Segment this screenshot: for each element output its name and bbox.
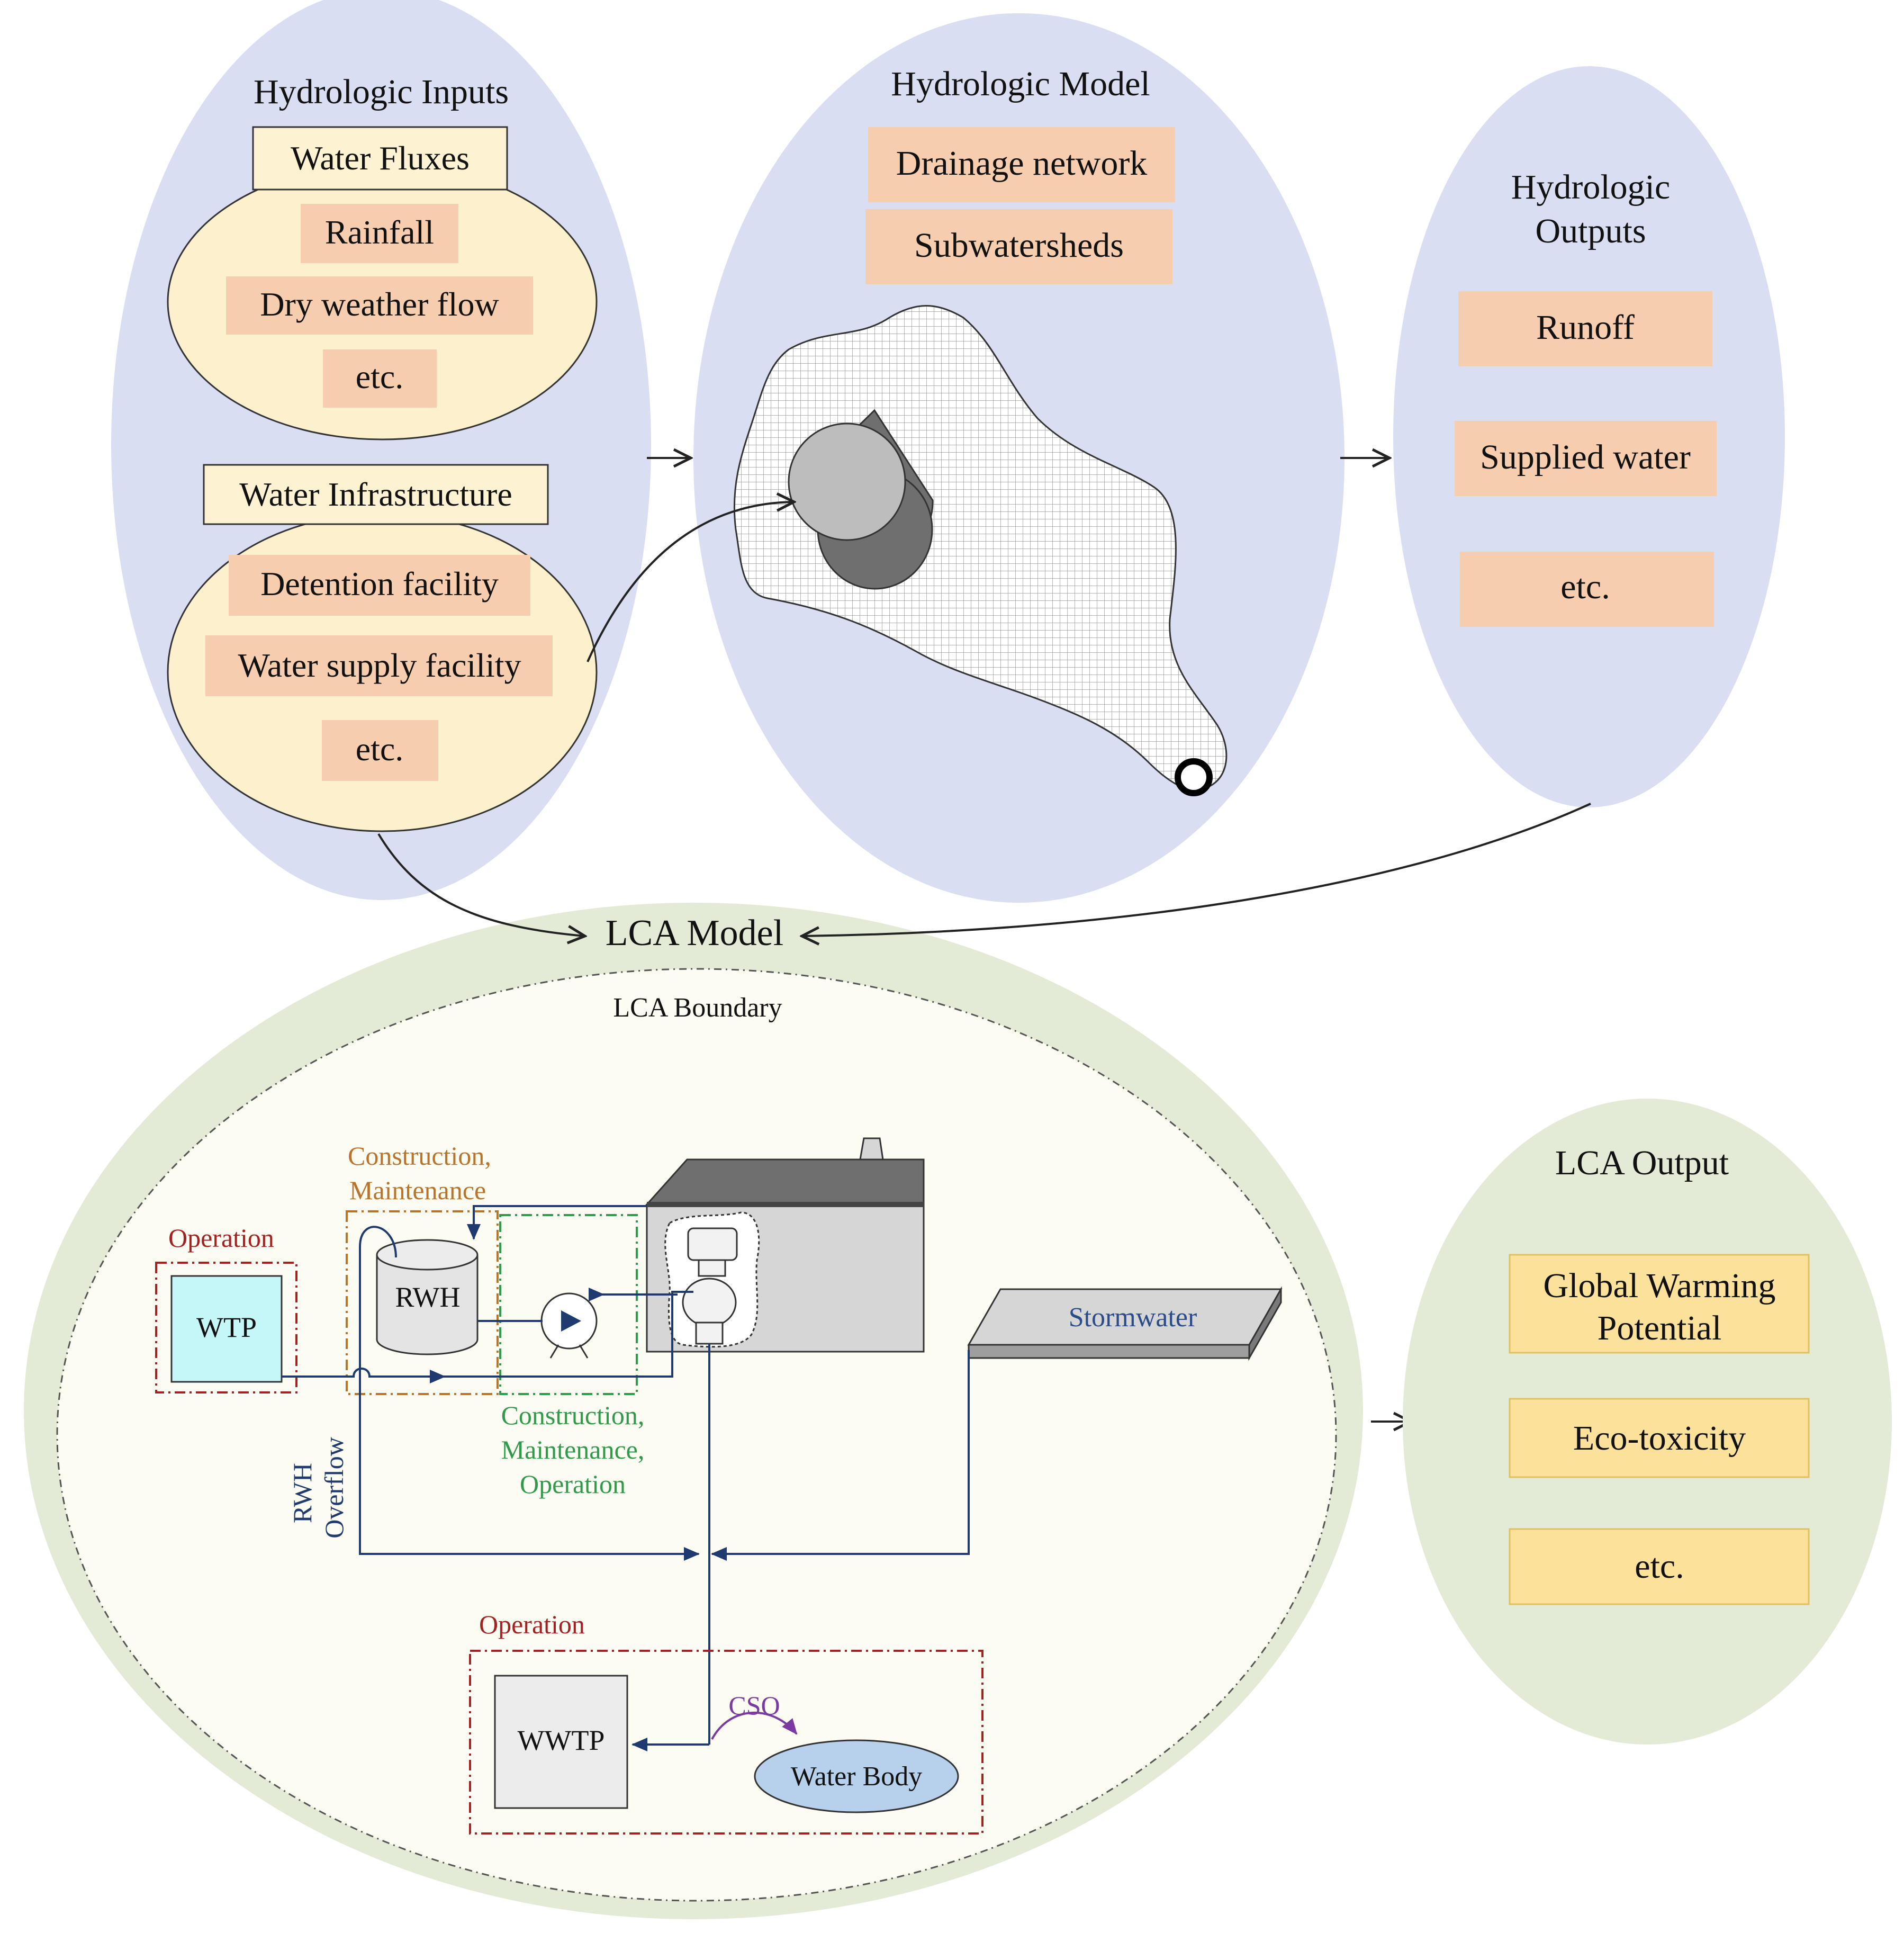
water-supply-facility-label: Water supply facility [238, 646, 521, 684]
water-fluxes-label-box [252, 126, 508, 191]
infrastructure-etc-box [322, 720, 438, 781]
infrastructure-etc-label: etc. [356, 730, 404, 768]
lca-model-title: LCA Model [606, 913, 783, 954]
cso-arrow [711, 1711, 798, 1740]
eco-toxicity-label: Eco-toxicity [1573, 1419, 1746, 1458]
fluxes-etc-box [323, 349, 437, 408]
global-warming-label-line2: Potential [1598, 1309, 1722, 1347]
global-warming-label-line1: Global Warming [1544, 1266, 1776, 1305]
operation-top-label: Operation [168, 1223, 274, 1253]
stormwater-pipe [711, 1350, 970, 1561]
eco-toxicity-box [1509, 1398, 1810, 1478]
supplied-water-box [1455, 421, 1717, 496]
global-warming-box [1509, 1254, 1810, 1354]
detention-cylinder-icon [788, 409, 934, 590]
wtp-label: WTP [196, 1311, 257, 1343]
cmo-label-line1: Construction, [501, 1400, 645, 1430]
rwh-label: RWH [395, 1281, 460, 1313]
rwh-overflow-label-line2: Overflow [319, 1437, 349, 1539]
outputs-etc-label: etc. [1560, 568, 1610, 606]
wtp-to-house-pipe [282, 1291, 693, 1378]
subwatersheds-label: Subwatersheds [914, 226, 1124, 265]
lca-output-title: LCA Output [1555, 1144, 1729, 1182]
runoff-box [1458, 291, 1712, 366]
rwh-construction-box [346, 1210, 499, 1395]
outputs-etc-box [1460, 552, 1714, 627]
lca-model-group: LCA Model LCA Boundary Construction, Mai… [24, 803, 1591, 1919]
subwatersheds-box [865, 209, 1172, 284]
dry-weather-flow-label: Dry weather flow [260, 285, 499, 323]
hydrologic-inputs-group: Hydrologic Inputs Water Fluxes Rainfall … [111, 0, 651, 900]
outlet-icon [1175, 758, 1213, 796]
hydrologic-model-title: Hydrologic Model [891, 65, 1150, 103]
supplied-water-label: Supplied water [1480, 438, 1691, 476]
toilet-icon [682, 1227, 738, 1345]
detention-facility-label: Detention facility [260, 565, 499, 603]
lca-output-group: LCA Output Global Warming Potential Eco-… [1403, 1099, 1892, 1745]
rainfall-box [301, 204, 458, 263]
cmo-label-line3: Operation [520, 1469, 626, 1499]
wwtp-operation-box [469, 1650, 983, 1835]
inputs-to-lca-arrow [377, 833, 585, 936]
roof-to-rwh-pipe [467, 1205, 647, 1240]
rwh-overflow-label-line1: RWH [287, 1463, 317, 1523]
dry-weather-flow-box [226, 276, 533, 335]
rainfall-label: Rainfall [325, 213, 434, 251]
hydrologic-outputs-group: Hydrologic Outputs Runoff Supplied water… [1393, 66, 1785, 807]
water-body-label: Water Body [791, 1761, 923, 1792]
wwtp-label: WWTP [518, 1724, 605, 1756]
hydrologic-outputs-title-line1: Hydrologic [1511, 168, 1671, 206]
drainage-network-box [868, 127, 1175, 202]
operation-bottom-label: Operation [479, 1610, 585, 1639]
water-infrastructure-label: Water Infrastructure [239, 475, 512, 513]
wtp-box [170, 1275, 283, 1383]
construction-maintenance-label-line2: Maintenance [349, 1175, 486, 1205]
cmo-label-line2: Maintenance, [501, 1435, 645, 1464]
stormwater-label: Stormwater [1069, 1302, 1197, 1333]
wwtp-box [494, 1675, 628, 1809]
pipe-network [282, 1205, 970, 1751]
detention-facility-box [229, 555, 530, 616]
water-supply-facility-box [205, 635, 553, 696]
wtp-operation-box [155, 1262, 297, 1393]
lca-output-etc-label: etc. [1635, 1547, 1684, 1586]
pump-cmo-box [499, 1214, 638, 1395]
water-infrastructure-label-box [203, 464, 549, 525]
fluxes-etc-label: etc. [356, 358, 404, 395]
water-fluxes-label: Water Fluxes [291, 139, 470, 177]
lca-boundary-ellipse [56, 968, 1337, 1902]
rwh-overflow-pipe [359, 1226, 700, 1561]
drainage-network-label: Drainage network [896, 144, 1148, 183]
hydrologic-outputs-title-line2: Outputs [1535, 212, 1646, 250]
lca-boundary-label: LCA Boundary [613, 993, 782, 1023]
outputs-to-lca-arrow [802, 803, 1591, 936]
hydrologic-inputs-title: Hydrologic Inputs [254, 73, 509, 111]
hydrologic-model-group: Hydrologic Model Drainage network Subwat… [693, 13, 1344, 903]
runoff-label: Runoff [1536, 308, 1635, 347]
rwh-tank-icon [376, 1239, 479, 1355]
lca-output-etc-box [1509, 1528, 1810, 1605]
water-body-ellipse [754, 1739, 959, 1813]
stormwater-surface-icon [967, 1286, 1283, 1361]
infrastructure-to-cylinder-arrow [586, 502, 794, 662]
construction-maintenance-label-line1: Construction, [348, 1141, 491, 1171]
cso-label: CSO [728, 1691, 780, 1720]
